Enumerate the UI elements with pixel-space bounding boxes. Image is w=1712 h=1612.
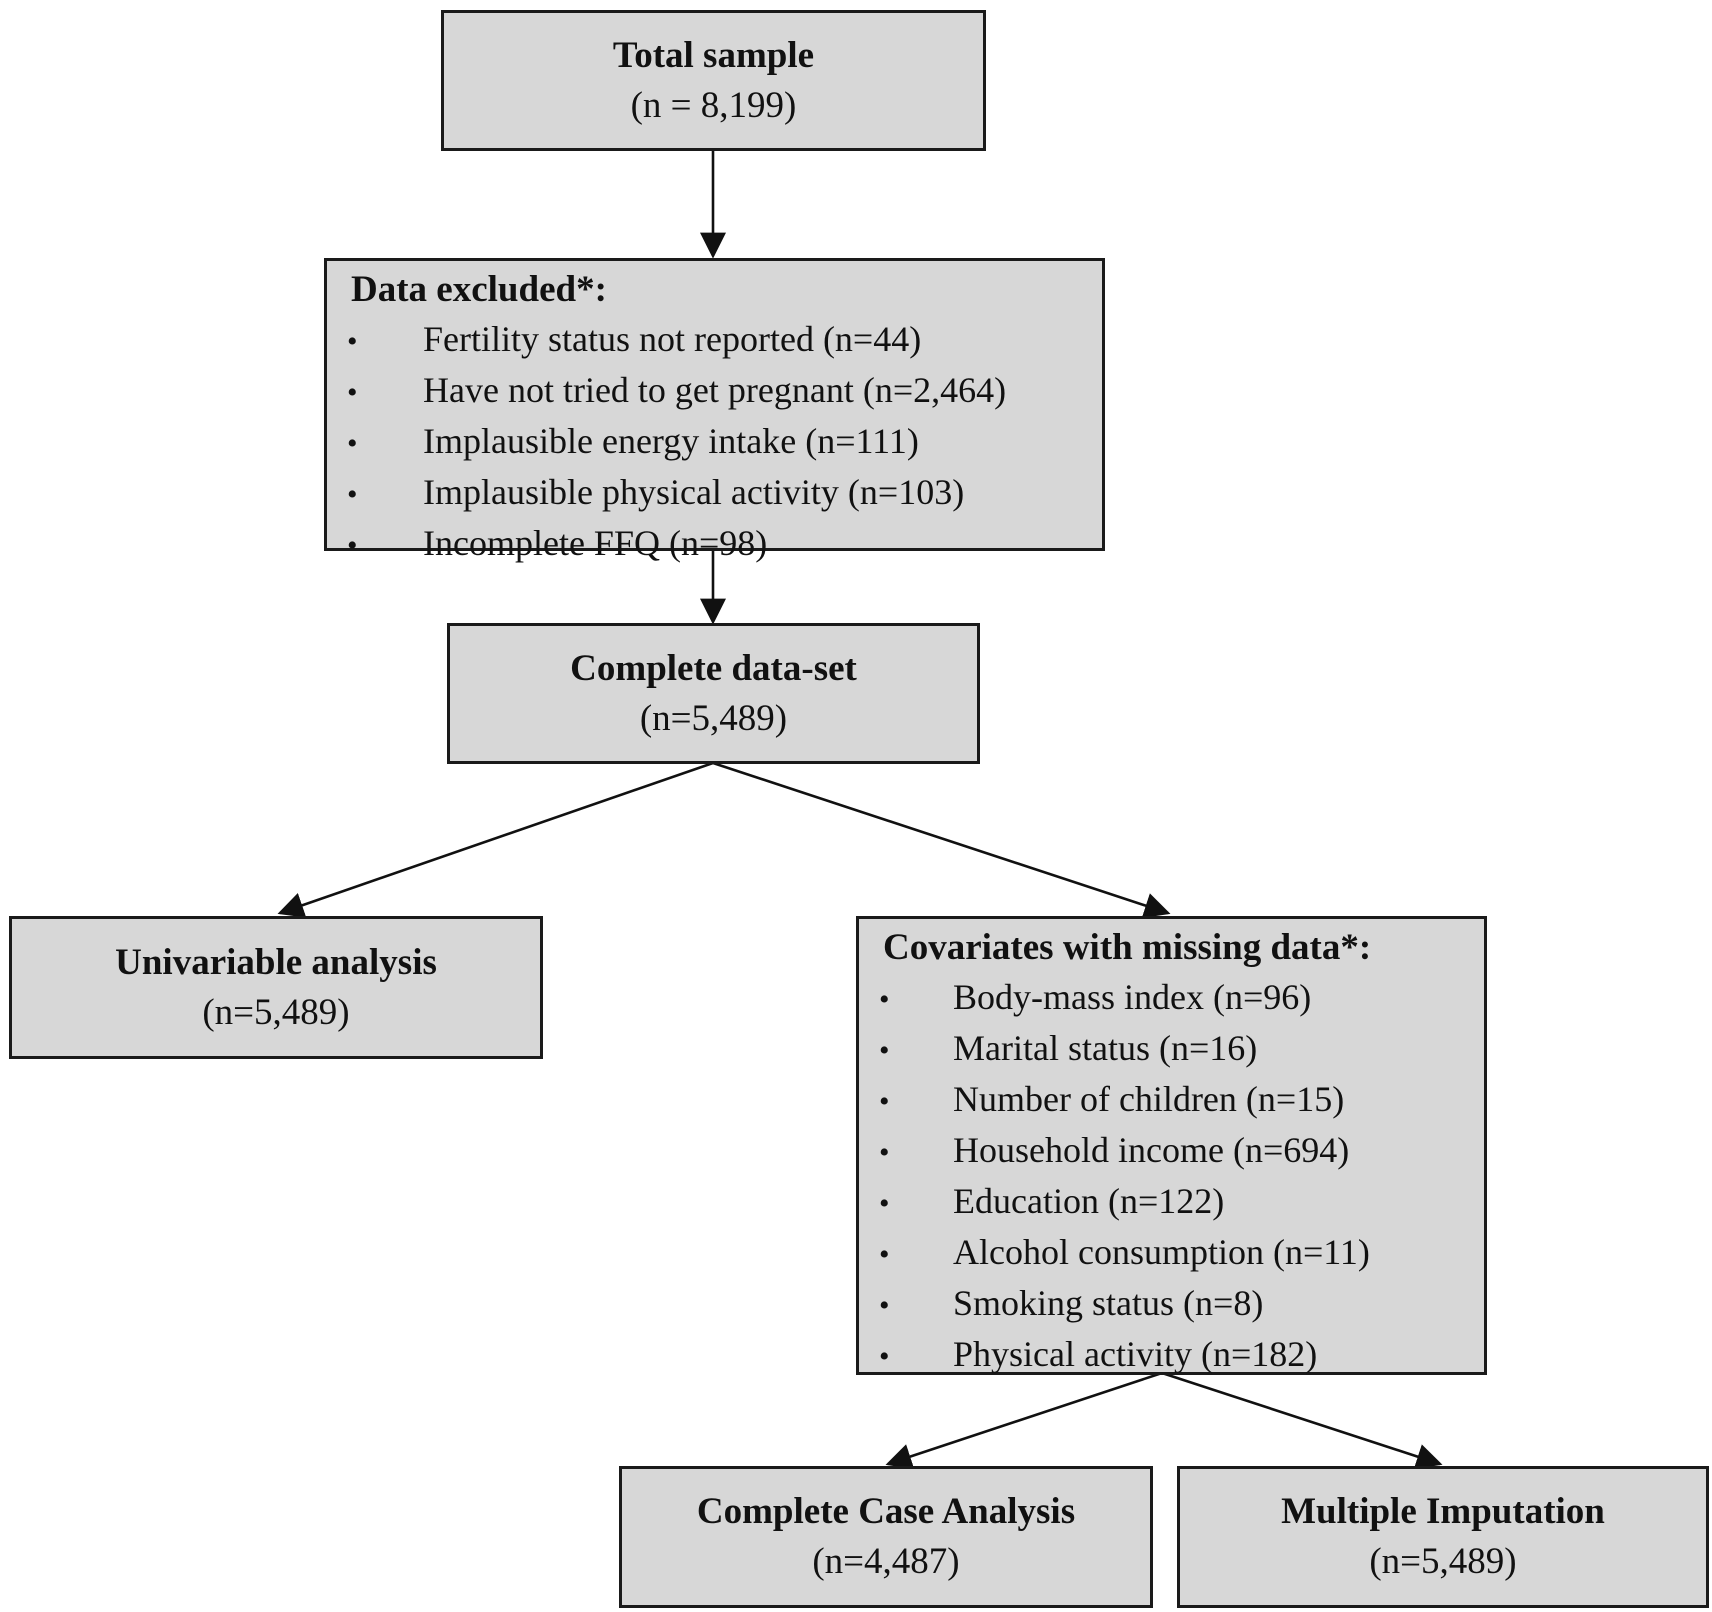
covariates-list: • Body-mass index (n=96) • Marital status … — [879, 973, 1370, 1381]
list-item: • Incomplete FFQ (n=98) — [347, 519, 1006, 570]
covariate-item-label: Education (n=122) — [953, 1181, 1225, 1221]
covariate-item-label: Physical activity (n=182) — [953, 1334, 1318, 1374]
univariable-analysis-count: (n=5,489) — [202, 991, 350, 1033]
list-item: • Alcohol consumption (n=11) — [879, 1228, 1370, 1279]
multiple-imputation-title: Multiple Imputation — [1281, 1491, 1605, 1532]
complete-case-analysis-count: (n=4,487) — [812, 1541, 960, 1582]
bullet-icon: • — [879, 1136, 890, 1169]
bullet-icon: • — [879, 983, 890, 1016]
bullet-icon: • — [879, 1238, 890, 1271]
bullet-icon: • — [347, 325, 358, 358]
excluded-item-label: Fertility status not reported (n=44) — [423, 319, 922, 359]
arrow-covariates-to-mi — [1161, 1371, 1443, 1470]
list-item: • Physical activity (n=182) — [879, 1330, 1370, 1381]
univariable-analysis-box: Univariable analysis (n=5,489) — [9, 916, 543, 1059]
list-item: • Have not tried to get pregnant (n=2,464… — [347, 366, 1006, 417]
total-sample-count: (n = 8,199) — [630, 84, 797, 126]
bullet-icon: • — [347, 427, 358, 460]
univariable-analysis-title: Univariable analysis — [115, 941, 437, 983]
covariate-item-label: Smoking status (n=8) — [953, 1283, 1264, 1323]
complete-dataset-title: Complete data-set — [570, 647, 857, 689]
data-excluded-title: Data excluded*: — [351, 269, 607, 310]
total-sample-box: Total sample (n = 8,199) — [441, 10, 986, 151]
complete-dataset-box: Complete data-set (n=5,489) — [447, 623, 980, 764]
covariate-item-label: Number of children (n=15) — [953, 1079, 1345, 1119]
covariate-item-label: Alcohol consumption (n=11) — [953, 1232, 1370, 1272]
bullet-icon: • — [347, 376, 358, 409]
bullet-icon: • — [879, 1034, 890, 1067]
excluded-list: • Fertility status not reported (n=44) • H… — [347, 315, 1006, 570]
list-item: • Smoking status (n=8) — [879, 1279, 1370, 1330]
list-item: • Fertility status not reported (n=44) — [347, 315, 1006, 366]
arrow-complete-to-covariates — [712, 761, 1171, 919]
list-item: • Number of children (n=15) — [879, 1075, 1370, 1126]
data-excluded-box: Data excluded*: • Fertility status not re… — [324, 258, 1105, 563]
list-item: • Body-mass index (n=96) — [879, 973, 1370, 1024]
covariate-item-label: Body-mass index (n=96) — [953, 977, 1312, 1017]
total-sample-title: Total sample — [612, 34, 815, 76]
list-item: • Household income (n=694) — [879, 1126, 1370, 1177]
bullet-icon: • — [879, 1187, 890, 1220]
list-item: • Implausible physical activity (n=103) — [347, 468, 1006, 519]
bullet-icon: • — [347, 478, 358, 511]
covariates-missing-box: Covariates with missing data*: • Body-mas… — [856, 916, 1487, 1375]
bullet-icon: • — [347, 529, 358, 562]
complete-dataset-count: (n=5,489) — [639, 697, 788, 739]
list-item: • Marital status (n=16) — [879, 1024, 1370, 1075]
excluded-item-label: Have not tried to get pregnant (n=2,464) — [423, 370, 1007, 410]
bullet-icon: • — [879, 1340, 890, 1373]
complete-case-analysis-box: Complete Case Analysis (n=4,487) — [619, 1466, 1153, 1608]
covariates-missing-title: Covariates with missing data*: — [883, 927, 1372, 968]
list-item: • Education (n=122) — [879, 1177, 1370, 1228]
excluded-item-label: Incomplete FFQ (n=98) — [423, 523, 768, 563]
arrow-complete-to-univariable — [277, 761, 714, 918]
complete-case-analysis-title: Complete Case Analysis — [696, 1491, 1076, 1532]
bullet-icon: • — [879, 1289, 890, 1322]
bullet-icon: • — [879, 1085, 890, 1118]
covariate-item-label: Marital status (n=16) — [953, 1028, 1258, 1068]
excluded-item-label: Implausible energy intake (n=111) — [423, 421, 919, 461]
multiple-imputation-box: Multiple Imputation (n=5,489) — [1177, 1466, 1709, 1608]
covariate-item-label: Household income (n=694) — [953, 1130, 1350, 1170]
arrow-covariates-to-cca — [885, 1371, 1163, 1469]
excluded-item-label: Implausible physical activity (n=103) — [423, 472, 965, 512]
list-item: • Implausible energy intake (n=111) — [347, 417, 1006, 468]
multiple-imputation-count: (n=5,489) — [1369, 1541, 1517, 1582]
